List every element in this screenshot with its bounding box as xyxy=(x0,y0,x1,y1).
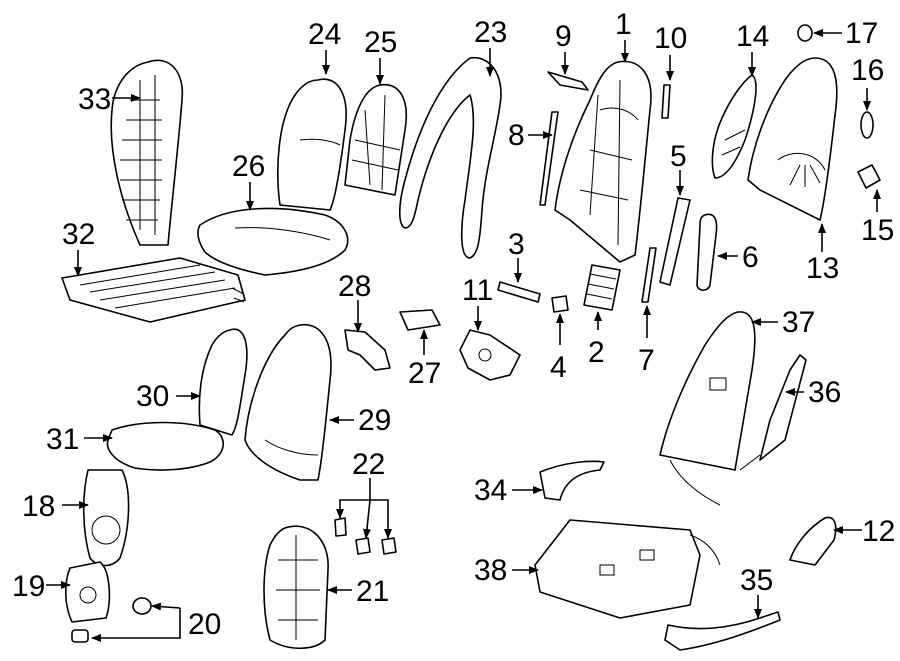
part-36-side-mat[interactable] xyxy=(739,354,807,471)
part-20-knob[interactable] xyxy=(132,597,152,615)
part-9-bracket[interactable] xyxy=(547,71,589,91)
callout-24[interactable]: 24 xyxy=(308,18,341,51)
callout-1[interactable]: 1 xyxy=(615,8,632,41)
part-33-seatback-frame[interactable] xyxy=(110,59,184,246)
part-34-trim[interactable] xyxy=(539,460,605,501)
part-22-clip[interactable] xyxy=(334,517,347,537)
part-32-cushion-frame[interactable] xyxy=(61,257,246,323)
callout-31[interactable]: 31 xyxy=(46,423,79,456)
callout-22[interactable]: 22 xyxy=(352,448,385,481)
part-6-trim-loop[interactable] xyxy=(696,213,718,292)
part-21-back-panel[interactable] xyxy=(263,525,329,650)
callout-28[interactable]: 28 xyxy=(338,270,371,303)
part-22-clip[interactable] xyxy=(355,537,371,555)
part-28-hinge[interactable] xyxy=(344,329,391,371)
part-31-seat-cushion[interactable] xyxy=(106,421,224,471)
part-8-rod[interactable] xyxy=(539,111,559,206)
callout-14[interactable]: 14 xyxy=(736,20,769,53)
part-7-rod[interactable] xyxy=(641,247,657,303)
part-18-cover[interactable] xyxy=(82,469,130,567)
callout-19[interactable]: 19 xyxy=(12,570,45,603)
part-13-rear-cover[interactable] xyxy=(747,57,838,221)
part-14-side-trim[interactable] xyxy=(711,74,757,179)
callout-25[interactable]: 25 xyxy=(364,26,397,59)
part-29-back-shell[interactable] xyxy=(244,323,332,481)
callout-11[interactable]: 11 xyxy=(462,274,493,307)
callout-6[interactable]: 6 xyxy=(742,241,759,274)
callout-38[interactable]: 38 xyxy=(474,554,507,587)
part-2-lumbar-pad[interactable] xyxy=(583,264,621,311)
callout-33[interactable]: 33 xyxy=(78,83,111,116)
part-5-side-strip[interactable] xyxy=(659,197,691,286)
part-11-recliner[interactable] xyxy=(459,329,521,381)
callout-18[interactable]: 18 xyxy=(22,490,55,523)
part-24-back-cushion[interactable] xyxy=(277,78,347,211)
callout-35[interactable]: 35 xyxy=(740,564,773,597)
part-23-back-shell[interactable] xyxy=(398,57,502,259)
callout-15[interactable]: 15 xyxy=(861,214,894,247)
part-17-grommet[interactable] xyxy=(797,24,813,42)
callout-2[interactable]: 2 xyxy=(588,336,605,369)
callout-36[interactable]: 36 xyxy=(808,376,841,409)
callout-17[interactable]: 17 xyxy=(845,17,878,50)
part-38-heater-seat[interactable] xyxy=(534,519,721,619)
callout-5[interactable]: 5 xyxy=(670,140,687,173)
leader-lines xyxy=(46,29,881,642)
callout-9[interactable]: 9 xyxy=(555,20,572,53)
callout-32[interactable]: 32 xyxy=(62,218,95,251)
part-3-adjuster-shaft[interactable] xyxy=(497,281,541,303)
part-12-side-cover[interactable] xyxy=(789,516,837,566)
part-15-clip[interactable] xyxy=(857,164,881,189)
callout-34[interactable]: 34 xyxy=(474,474,507,507)
callout-3[interactable]: 3 xyxy=(508,228,525,261)
part-25-back-panel[interactable] xyxy=(344,83,407,196)
part-22-clip[interactable] xyxy=(381,537,397,555)
callout-30[interactable]: 30 xyxy=(136,380,169,413)
part-19-housing[interactable] xyxy=(64,561,111,623)
part-10-pin[interactable] xyxy=(661,84,671,119)
callout-21[interactable]: 21 xyxy=(356,575,389,608)
callout-23[interactable]: 23 xyxy=(474,16,507,49)
callout-4[interactable]: 4 xyxy=(550,351,567,384)
part-26-seat-cushion[interactable] xyxy=(197,207,349,276)
callout-26[interactable]: 26 xyxy=(232,150,265,183)
callout-37[interactable]: 37 xyxy=(782,306,815,339)
part-1-backrest-frame[interactable] xyxy=(554,60,652,263)
callout-27[interactable]: 27 xyxy=(408,357,441,390)
callout-16[interactable]: 16 xyxy=(851,54,884,87)
callout-7[interactable]: 7 xyxy=(638,344,655,377)
part-27-bracket[interactable] xyxy=(399,309,441,331)
callout-29[interactable]: 29 xyxy=(358,404,391,437)
callout-12[interactable]: 12 xyxy=(862,515,895,548)
callout-13[interactable]: 13 xyxy=(806,252,839,285)
part-4-knob[interactable] xyxy=(551,295,569,313)
part-20-screw[interactable] xyxy=(71,629,89,643)
callout-8[interactable]: 8 xyxy=(508,119,525,152)
part-30-back-cushion[interactable] xyxy=(198,328,248,436)
part-35-wire-harness[interactable] xyxy=(664,611,781,651)
callout-20[interactable]: 20 xyxy=(188,608,221,641)
part-16-cap[interactable] xyxy=(860,111,874,139)
part-37-heater-back[interactable] xyxy=(659,311,756,506)
callout-10[interactable]: 10 xyxy=(654,22,687,55)
